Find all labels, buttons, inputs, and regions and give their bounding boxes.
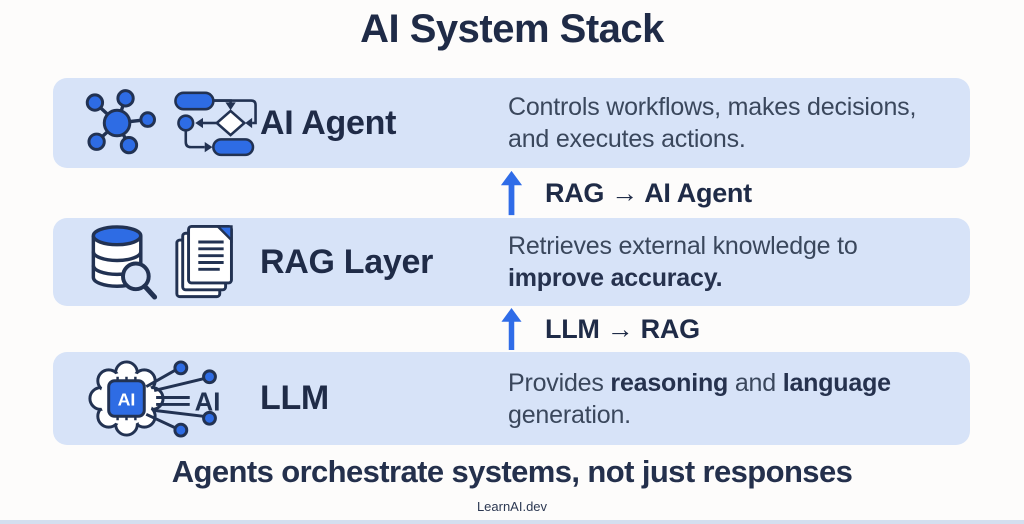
layer-row-ai-agent: AI Agent Controls workflows, makes decis… bbox=[53, 78, 970, 168]
connector-label-llm-to-rag: LLM → RAG bbox=[545, 313, 700, 344]
tagline: Agents orchestrate systems, not just res… bbox=[171, 454, 853, 489]
bottom-strip bbox=[0, 520, 1024, 524]
layer-row-rag: RAG Layer Retrieves external knowledge t… bbox=[53, 218, 970, 306]
documents-icon bbox=[175, 224, 233, 299]
svg-text:AI: AI bbox=[118, 389, 136, 409]
svg-text:AI: AI bbox=[195, 388, 221, 416]
connector-label-rag-to-agent: RAG → AI Agent bbox=[545, 177, 752, 208]
database-search-icon bbox=[91, 225, 158, 300]
rag-icons bbox=[83, 218, 258, 306]
layer-name-ai-agent: AI Agent bbox=[260, 103, 397, 142]
layer-description-llm: Provides reasoning and language generati… bbox=[508, 368, 891, 429]
network-graph-icon bbox=[85, 89, 156, 155]
layer-description-rag: Retrieves external knowledge to improve … bbox=[508, 232, 858, 292]
layer-name-llm: LLM bbox=[260, 379, 329, 417]
layer-name-rag: RAG Layer bbox=[260, 242, 434, 281]
ai-agent-icons bbox=[83, 78, 258, 168]
up-arrow-icon bbox=[501, 308, 522, 350]
flowchart-icon bbox=[174, 91, 257, 157]
layer-row-llm: AI AI LLM Provides reasoning and languag… bbox=[53, 352, 970, 445]
connector-llm-to-rag: LLM → RAG bbox=[499, 308, 700, 350]
layer-description-ai-agent: Controls workflows, makes decisions, and… bbox=[508, 93, 917, 153]
footer-brand: LearnAI.dev bbox=[476, 499, 548, 514]
page-title: AI System Stack bbox=[360, 7, 664, 51]
connector-rag-to-agent: RAG → AI Agent bbox=[499, 170, 752, 216]
up-arrow-icon bbox=[500, 170, 523, 216]
brain-ai-chip-icon: AI AI bbox=[88, 359, 221, 438]
llm-icons: AI AI bbox=[83, 352, 258, 445]
